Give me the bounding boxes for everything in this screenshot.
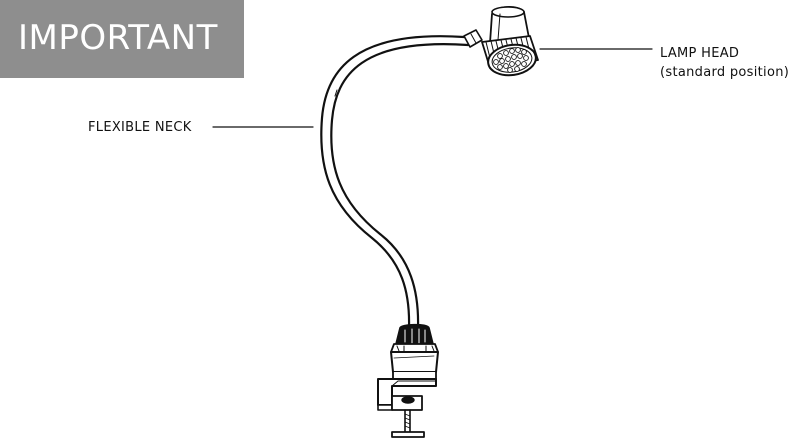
lamp-head-callout: LAMP HEAD (standard position) <box>660 44 789 82</box>
lamp-head-illustration <box>481 6 539 77</box>
lamp-neck-connector <box>463 29 483 48</box>
important-banner-text: IMPORTANT <box>18 18 218 58</box>
important-banner: IMPORTANT <box>0 0 244 78</box>
flexible-neck-callout: FLEXIBLE NECK <box>88 120 192 135</box>
lamp-head-callout-subtitle: (standard position) <box>660 65 790 80</box>
clamp-base-illustration <box>377 323 439 438</box>
flexible-neck-illustration <box>320 35 470 330</box>
lamp-head-callout-title: LAMP HEAD <box>660 46 740 61</box>
